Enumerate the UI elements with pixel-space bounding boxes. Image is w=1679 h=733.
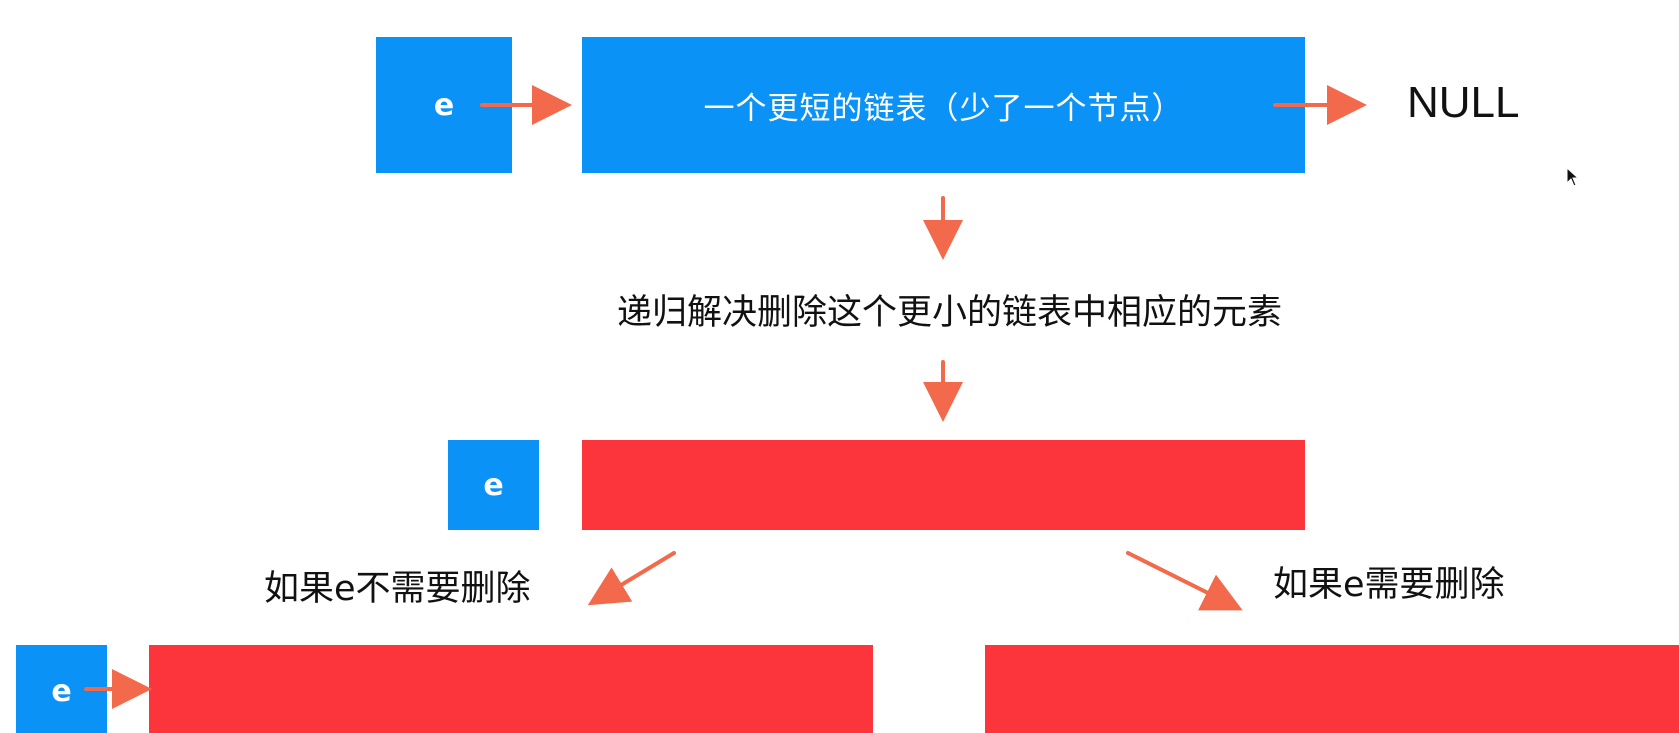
shorter-list-label: 一个更短的链表（少了一个节点） <box>703 90 1184 127</box>
arrow-branch-right <box>1126 551 1243 611</box>
middle-result-list-box <box>582 440 1305 530</box>
bottom-left-list-box <box>149 645 873 733</box>
middle-node-e-label: e <box>483 467 504 503</box>
branch-right-label: 如果e需要删除 <box>1273 565 1505 605</box>
arrow-branch-left <box>587 551 676 606</box>
null-label: NULL <box>1407 78 1520 127</box>
top-node-e-label: e <box>433 87 455 123</box>
mouse-cursor-icon <box>1566 167 1580 187</box>
bottom-node-e-label: e <box>51 673 72 709</box>
branch-left-label: 如果e不需要删除 <box>264 569 531 609</box>
middle-node-e: e <box>448 440 539 530</box>
recursion-step-text: 递归解决删除这个更小的链表中相应的元素 <box>617 293 1283 333</box>
bottom-right-list-box <box>985 645 1679 733</box>
shorter-list-box: 一个更短的链表（少了一个节点） <box>582 37 1305 173</box>
